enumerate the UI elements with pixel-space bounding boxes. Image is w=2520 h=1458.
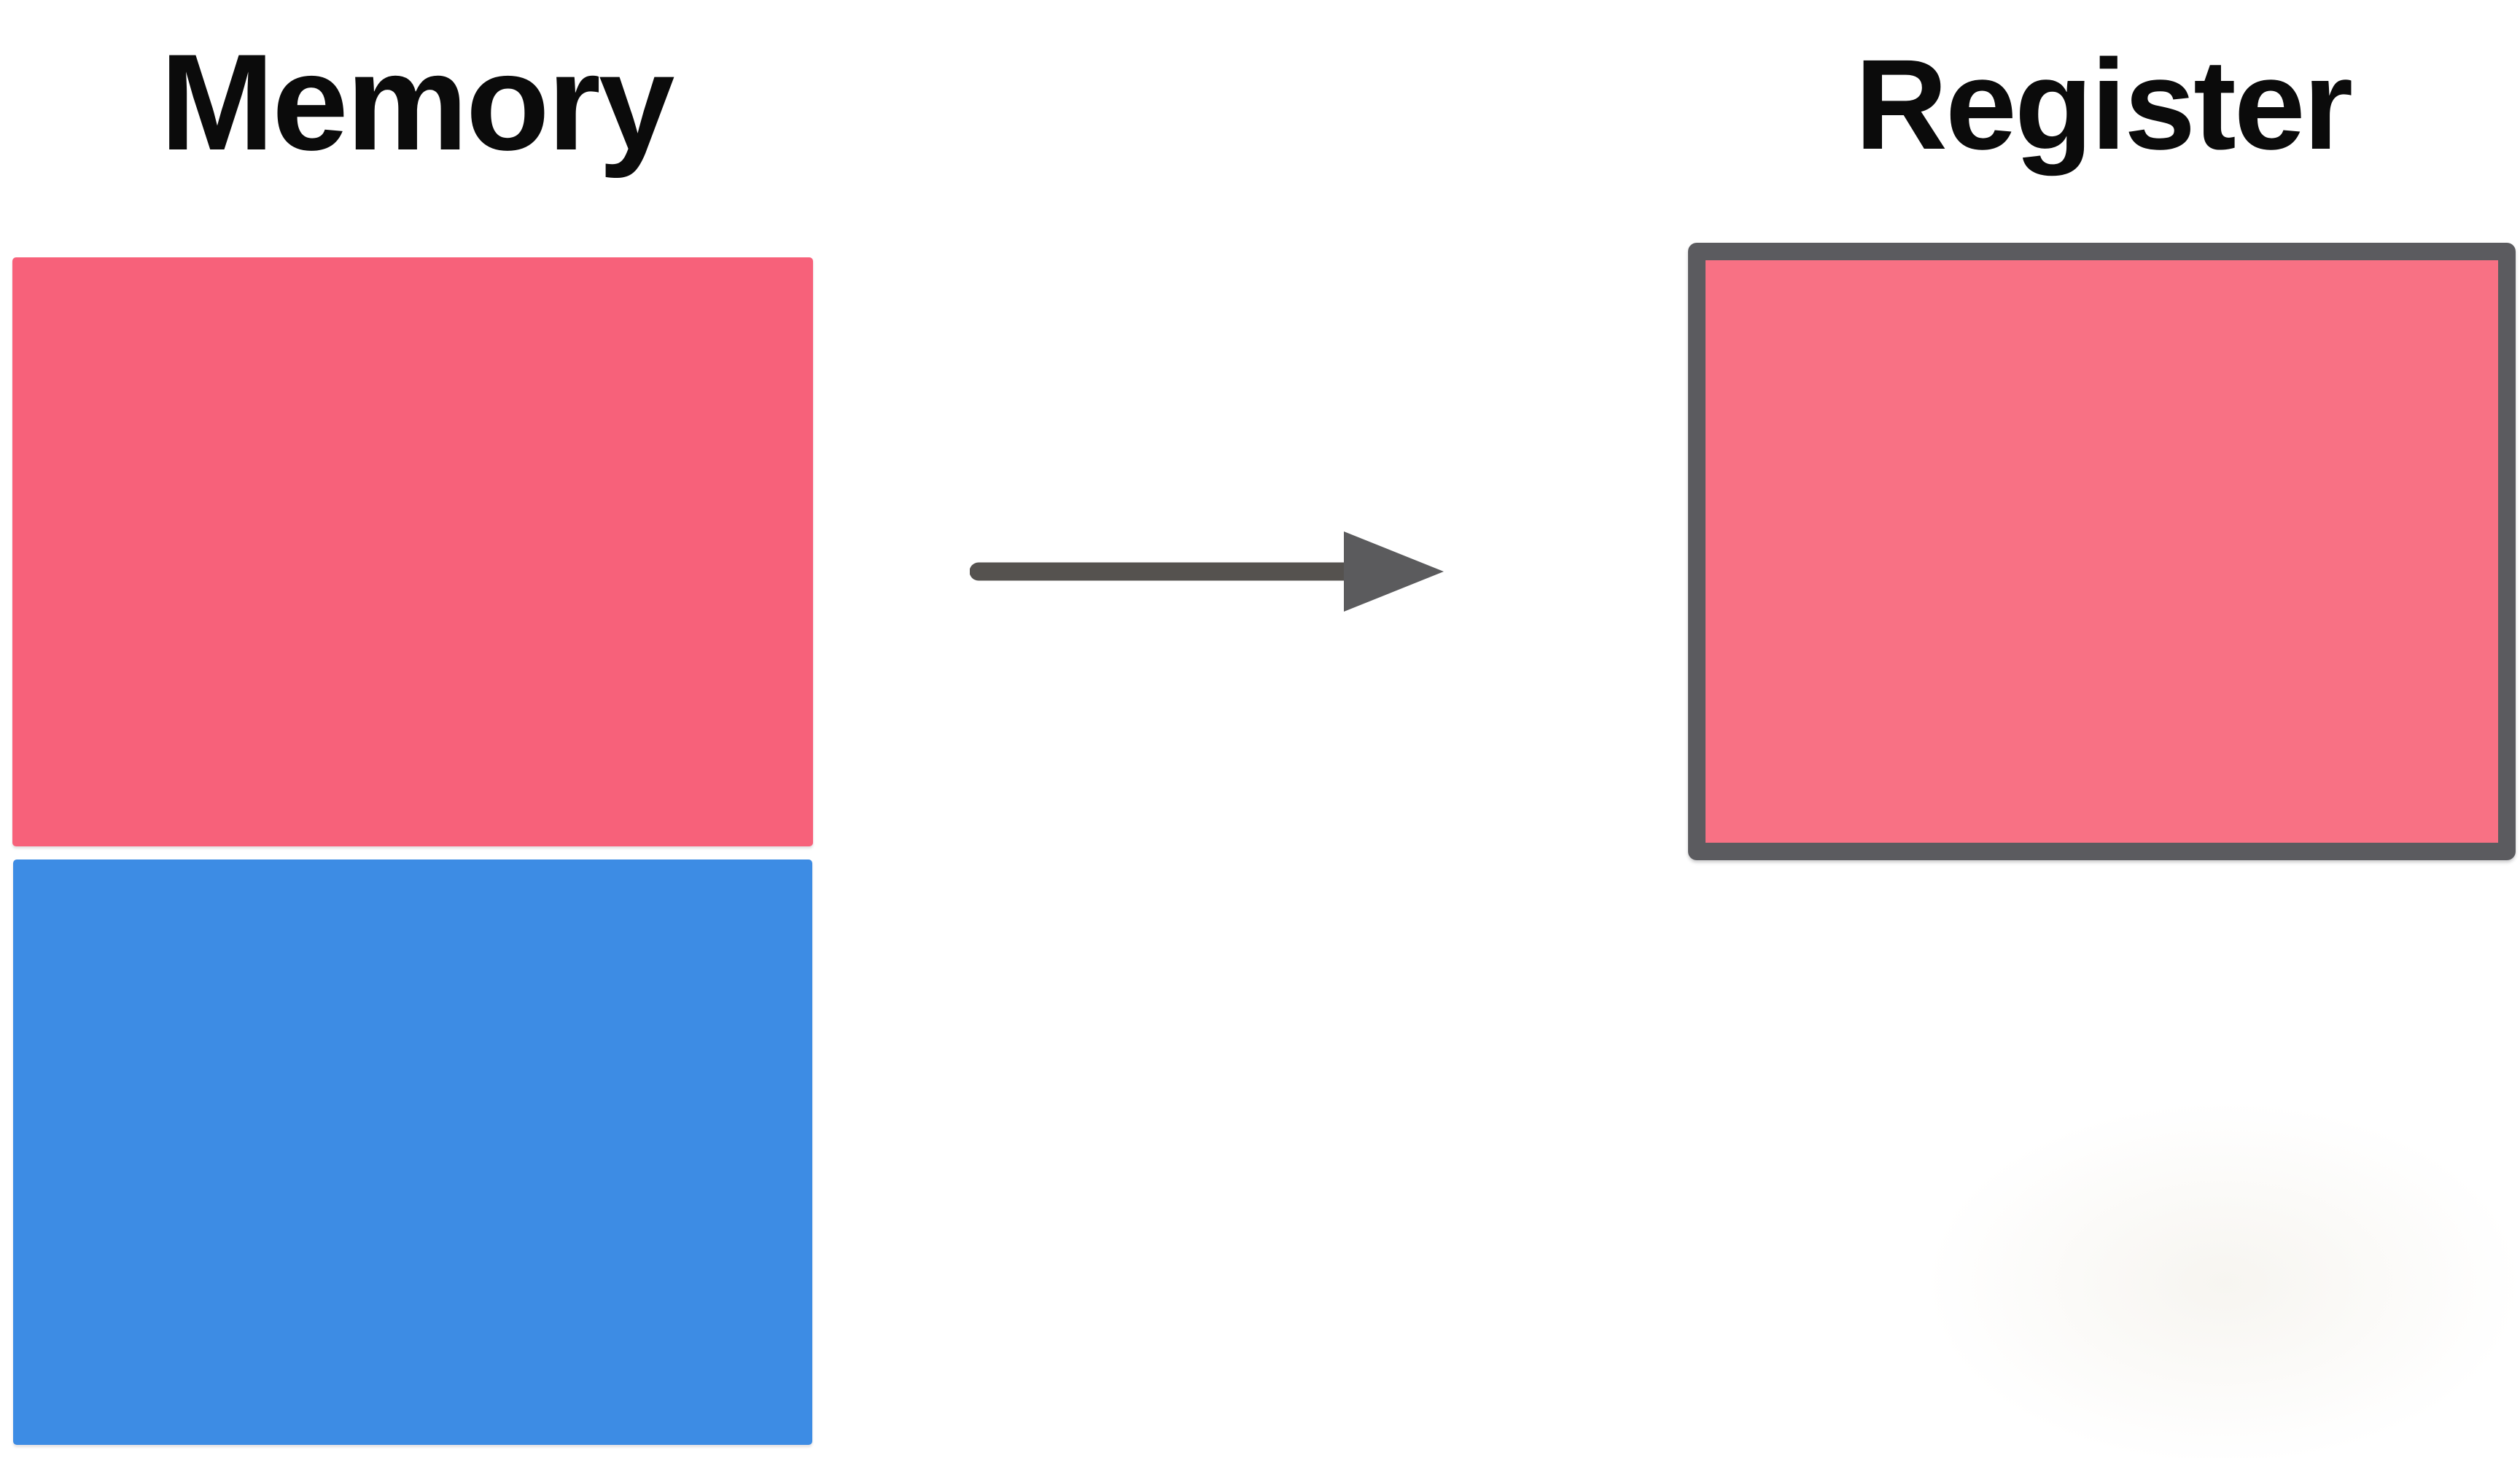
memory-to-register-arrow-icon bbox=[970, 531, 1444, 612]
background-highlight bbox=[1925, 1101, 2520, 1458]
memory-title: Memory bbox=[160, 26, 675, 179]
register-title: Register bbox=[1854, 34, 2353, 176]
register-box bbox=[1688, 243, 2516, 860]
arrow-head-icon bbox=[1344, 531, 1444, 612]
memory-block-top bbox=[12, 257, 813, 846]
memory-block-bottom bbox=[13, 859, 812, 1445]
